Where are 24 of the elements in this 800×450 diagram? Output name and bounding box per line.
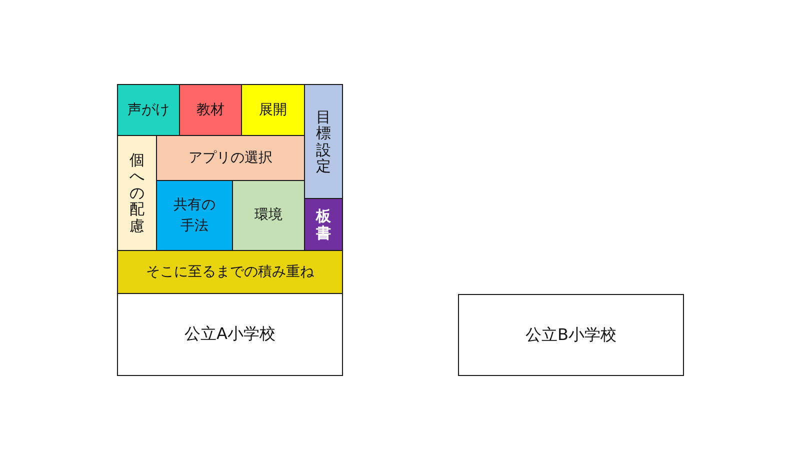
element-tile bbox=[156, 180, 233, 251]
tile-label: 目標設定 bbox=[316, 108, 331, 174]
element-tile bbox=[117, 84, 180, 136]
tile-label: 教材 bbox=[196, 100, 224, 120]
element-tile bbox=[241, 84, 305, 136]
element-tile bbox=[179, 84, 242, 136]
tile-label: アプリの選択 bbox=[188, 148, 272, 168]
school-box bbox=[117, 293, 343, 376]
element-tile bbox=[156, 135, 305, 181]
tile-label: 展開 bbox=[259, 100, 287, 120]
tile-label: 共有の手法 bbox=[172, 196, 216, 236]
element-tile bbox=[304, 84, 343, 199]
tile-label: 環境 bbox=[254, 206, 282, 225]
element-tile bbox=[232, 180, 305, 251]
element-tile bbox=[304, 198, 343, 251]
school-name: 公立B小学校 bbox=[526, 324, 616, 346]
school-box bbox=[458, 294, 684, 376]
tile-label: 板書 bbox=[316, 208, 331, 241]
tile-label: そこに至るまでの積み重ね bbox=[146, 262, 314, 282]
tile-label: 個への配慮 bbox=[130, 152, 144, 234]
element-tile bbox=[117, 135, 157, 251]
element-tile bbox=[117, 250, 343, 294]
school-name: 公立A小学校 bbox=[184, 324, 276, 345]
tile-label: 声がけ bbox=[128, 100, 170, 120]
